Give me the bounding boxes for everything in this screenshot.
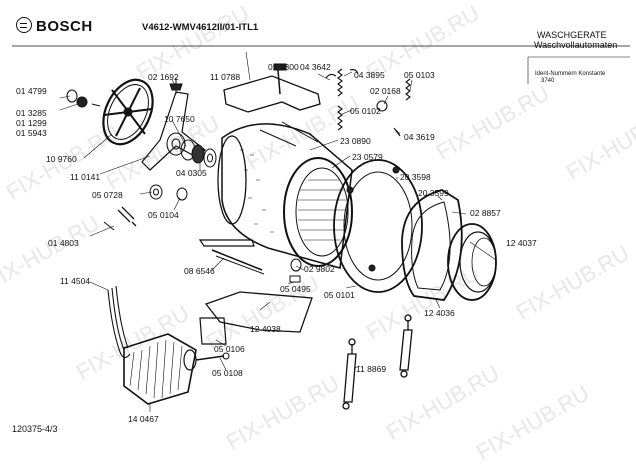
motor-bracket-plate [199, 291, 313, 345]
part-label: 05 0103 [404, 70, 435, 80]
part-label: 23 0890 [340, 136, 371, 146]
part-label: 10 9760 [46, 154, 77, 164]
part-label: 20 3598 [400, 172, 431, 182]
category-subtitle: Waschvollautomaten [534, 40, 618, 50]
part-label: 05 0728 [92, 190, 123, 200]
heater-element [198, 239, 265, 275]
part-label: 04 3619 [404, 132, 435, 142]
part-label: 02 8857 [470, 208, 501, 218]
part-label: 01 4803 [48, 238, 79, 248]
part-label: 02 9802 [304, 264, 335, 274]
part-label: 01 1299 [16, 118, 47, 128]
part-label: 05 0495 [280, 284, 311, 294]
part-label: 12 4038 [250, 324, 281, 334]
ident-value: 3740 [541, 78, 555, 84]
part-label: 12 4036 [424, 308, 455, 318]
suspension-springs [325, 68, 411, 137]
drum-pulley [102, 78, 154, 146]
leader-lines [59, 51, 497, 412]
model-number: V4612-WMV4612II/01-ITL1 [142, 22, 259, 33]
part-label: 11 0788 [210, 72, 241, 82]
door-seal [447, 223, 497, 301]
part-label: 05 0104 [148, 210, 179, 220]
drawing-code: 120375-4/3 [12, 424, 58, 434]
brand-name: BOSCH [36, 18, 93, 35]
drive-belt [107, 285, 131, 359]
tub-top-bracket [169, 63, 321, 113]
part-label: 14 0467 [128, 414, 159, 424]
washing-tub [217, 121, 353, 269]
part-label: 11 4504 [60, 276, 91, 286]
part-label: 04 0305 [176, 168, 207, 178]
part-label: 05 0108 [212, 368, 243, 378]
part-label: 11 8869 [356, 364, 387, 374]
part-label: 02 0168 [370, 86, 401, 96]
ident-label: Ident-Nummern Konstante [535, 71, 606, 77]
motor [123, 333, 230, 405]
parts-drawing [12, 45, 630, 412]
shock-absorbers [342, 314, 413, 410]
part-label: 01 3285 [16, 108, 47, 118]
small-parts-bottom [289, 258, 302, 283]
part-label: 23 0579 [352, 152, 383, 162]
part-label: 04 3895 [354, 70, 385, 80]
small-parts-left [66, 89, 188, 231]
part-label: 02 1692 [148, 72, 179, 82]
bosch-logo-icon [16, 17, 32, 33]
category-title: WASCHGERATE [537, 30, 607, 40]
part-label: 05 0101 [324, 290, 355, 300]
part-label: 05 0102 [350, 106, 381, 116]
tub-front-ring [333, 159, 423, 293]
part-label: 01 4799 [16, 86, 47, 96]
part-label: 04 3642 [300, 62, 331, 72]
part-label: 05 0106 [214, 344, 245, 354]
part-label: 20 3599 [418, 188, 449, 198]
part-label: 01 5943 [16, 128, 47, 138]
part-label: 10 7650 [164, 114, 195, 124]
part-label: 11 0141 [70, 172, 101, 182]
part-label: 12 4037 [506, 238, 537, 248]
part-label: 08 6546 [184, 266, 215, 276]
part-label: 02 2300 [268, 62, 299, 72]
bearing-set [180, 139, 217, 168]
